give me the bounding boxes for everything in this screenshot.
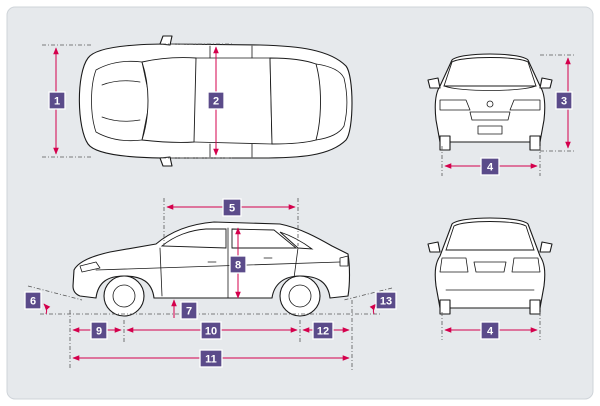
rear-view-car: [427, 217, 553, 315]
badge-9: 9: [90, 321, 108, 340]
badge-4-front-label: 4: [487, 162, 494, 174]
badge-1-label: 1: [54, 96, 60, 108]
badge-3: 3: [555, 91, 573, 110]
badge-1: 1: [48, 91, 66, 110]
badge-4-rear-label: 4: [487, 326, 494, 338]
badge-5-label: 5: [229, 203, 235, 215]
badge-5: 5: [222, 198, 242, 217]
badge-11: 11: [199, 349, 223, 368]
badge-4-front: 4: [480, 157, 500, 176]
badge-3-label: 3: [561, 96, 567, 108]
badge-11-label: 11: [205, 354, 217, 366]
badge-12-label: 12: [317, 326, 329, 338]
badge-7-label: 7: [186, 306, 192, 318]
extension-lines: [27, 43, 574, 370]
badge-8: 8: [229, 255, 247, 274]
badge-6: 6: [24, 291, 42, 310]
badge-10-label: 10: [205, 326, 217, 338]
badge-2-label: 2: [213, 96, 219, 108]
badge-7: 7: [180, 301, 198, 320]
badge-8-label: 8: [235, 260, 241, 272]
badge-9-label: 9: [96, 326, 102, 338]
badge-6-label: 6: [30, 296, 36, 308]
badge-10: 10: [200, 321, 222, 340]
badge-2: 2: [207, 91, 225, 110]
side-view-car: [72, 221, 351, 317]
badge-13: 13: [375, 291, 397, 310]
badge-4-rear: 4: [480, 321, 500, 340]
badge-12: 12: [312, 321, 334, 340]
front-view-car: [427, 53, 553, 151]
badge-13-label: 13: [380, 296, 392, 308]
